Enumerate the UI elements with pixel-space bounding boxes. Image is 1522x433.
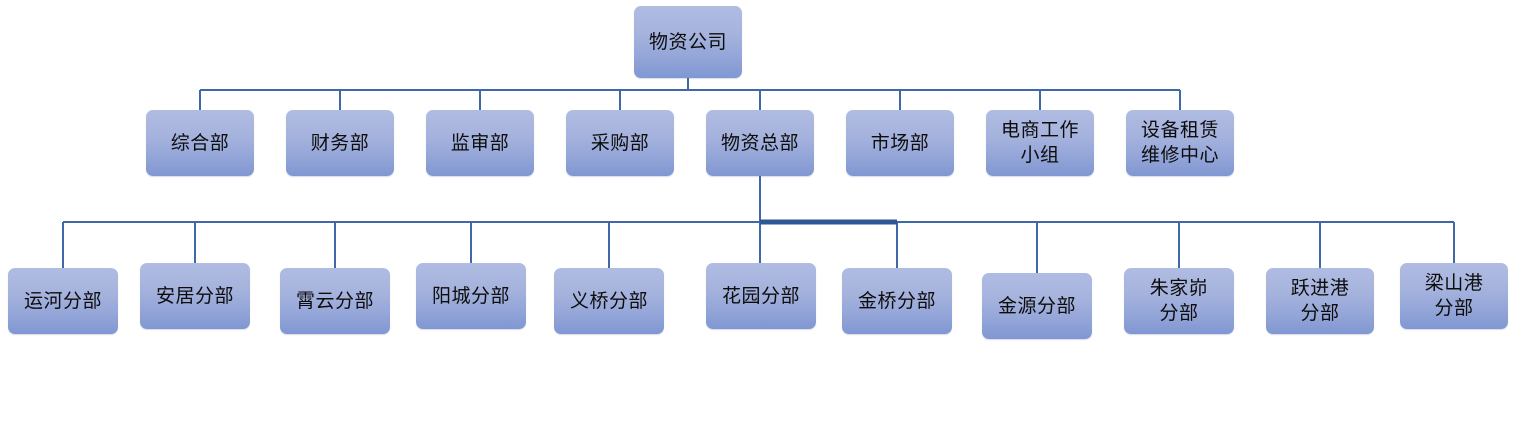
org-node-liangshangang-fenbu[interactable]: 梁山港 分部 [1400,263,1508,329]
org-node-label: 金源分部 [997,294,1076,317]
org-node-label: 市场部 [870,131,930,154]
org-node-wuzizongbu[interactable]: 物资总部 [706,110,814,176]
org-node-label: 霄云分部 [295,289,374,312]
org-node-label: 财务部 [310,131,370,154]
org-node-zonghebu[interactable]: 综合部 [146,110,254,176]
org-node-xiaoyun-fenbu[interactable]: 霄云分部 [280,268,390,334]
org-node-caiwubu[interactable]: 财务部 [286,110,394,176]
org-node-label: 朱家峁 分部 [1149,277,1209,324]
org-node-jinqiao-fenbu[interactable]: 金桥分部 [842,268,952,334]
org-node-yiqiao-fenbu[interactable]: 义桥分部 [554,268,664,334]
org-node-label: 跃进港 分部 [1290,277,1350,324]
org-node-shebei-zulin-weixiu-zhongxin[interactable]: 设备租赁 维修中心 [1126,110,1234,176]
org-node-label: 安居分部 [155,284,234,307]
org-node-jianshenbu[interactable]: 监审部 [426,110,534,176]
org-node-huayuan-fenbu[interactable]: 花园分部 [706,263,816,329]
org-node-yangcheng-fenbu[interactable]: 阳城分部 [416,263,526,329]
org-node-label: 义桥分部 [569,289,648,312]
org-node-anju-fenbu[interactable]: 安居分部 [140,263,250,329]
org-node-label: 设备租赁 维修中心 [1140,119,1219,166]
org-node-dianshang-gongzuo-xiaozu[interactable]: 电商工作 小组 [986,110,1094,176]
org-node-label: 阳城分部 [431,284,510,307]
org-node-label: 电商工作 小组 [1000,119,1079,166]
org-node-label: 监审部 [450,131,510,154]
org-node-label: 梁山港 分部 [1424,272,1484,319]
org-node-label: 采购部 [590,131,650,154]
org-node-label: 花园分部 [721,284,800,307]
org-node-label: 物资总部 [720,131,799,154]
org-node-label: 运河分部 [23,289,102,312]
org-node-label: 综合部 [170,131,230,154]
org-node-yuejingang-fenbu[interactable]: 跃进港 分部 [1266,268,1374,334]
org-node-jinyuan-fenbu[interactable]: 金源分部 [982,273,1092,339]
org-node-label: 金桥分部 [857,289,936,312]
org-node-zhujiamao-fenbu[interactable]: 朱家峁 分部 [1124,268,1234,334]
org-node-shichangbu[interactable]: 市场部 [846,110,954,176]
org-node-yunhe-fenbu[interactable]: 运河分部 [8,268,118,334]
org-node-root[interactable]: 物资公司 [634,6,742,78]
org-node-caigoubu[interactable]: 采购部 [566,110,674,176]
org-node-label: 物资公司 [648,30,727,53]
